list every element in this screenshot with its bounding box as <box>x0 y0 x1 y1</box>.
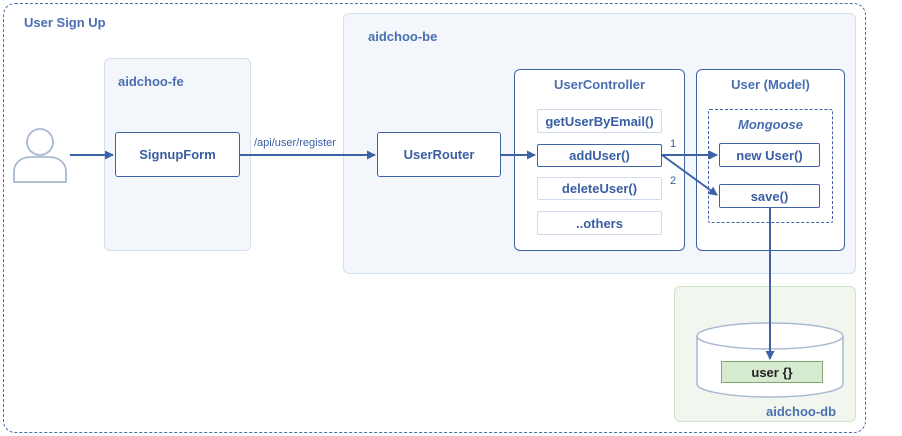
route-label: /api/user/register <box>254 137 336 149</box>
edge-add-user-to-save <box>661 154 718 196</box>
backend-label: aidchoo-be <box>368 29 438 44</box>
method-delete-user[interactable]: deleteUser() <box>537 177 662 200</box>
signup-form-box[interactable]: SignupForm <box>115 132 240 177</box>
method-get-user-by-email[interactable]: getUserByEmail() <box>537 109 662 133</box>
user-model-title: User (Model) <box>731 77 810 92</box>
user-record[interactable]: user {} <box>721 361 823 383</box>
step-1-label: 1 <box>670 138 677 150</box>
method-others[interactable]: ..others <box>537 211 662 235</box>
database-label: aidchoo-db <box>766 404 837 419</box>
user-icon <box>13 128 67 183</box>
user-signup-frame <box>3 3 866 433</box>
user-controller-title: UserController <box>553 77 646 92</box>
method-add-user[interactable]: addUser() <box>537 144 662 167</box>
step-2-label: 2 <box>670 175 677 187</box>
save-box[interactable]: save() <box>719 184 820 208</box>
frontend-label: aidchoo-fe <box>118 74 184 89</box>
new-user-box[interactable]: new User() <box>719 143 820 167</box>
mongoose-label: Mongoose <box>738 117 803 132</box>
diagram-title: User Sign Up <box>24 15 106 30</box>
user-router-box[interactable]: UserRouter <box>377 132 501 177</box>
